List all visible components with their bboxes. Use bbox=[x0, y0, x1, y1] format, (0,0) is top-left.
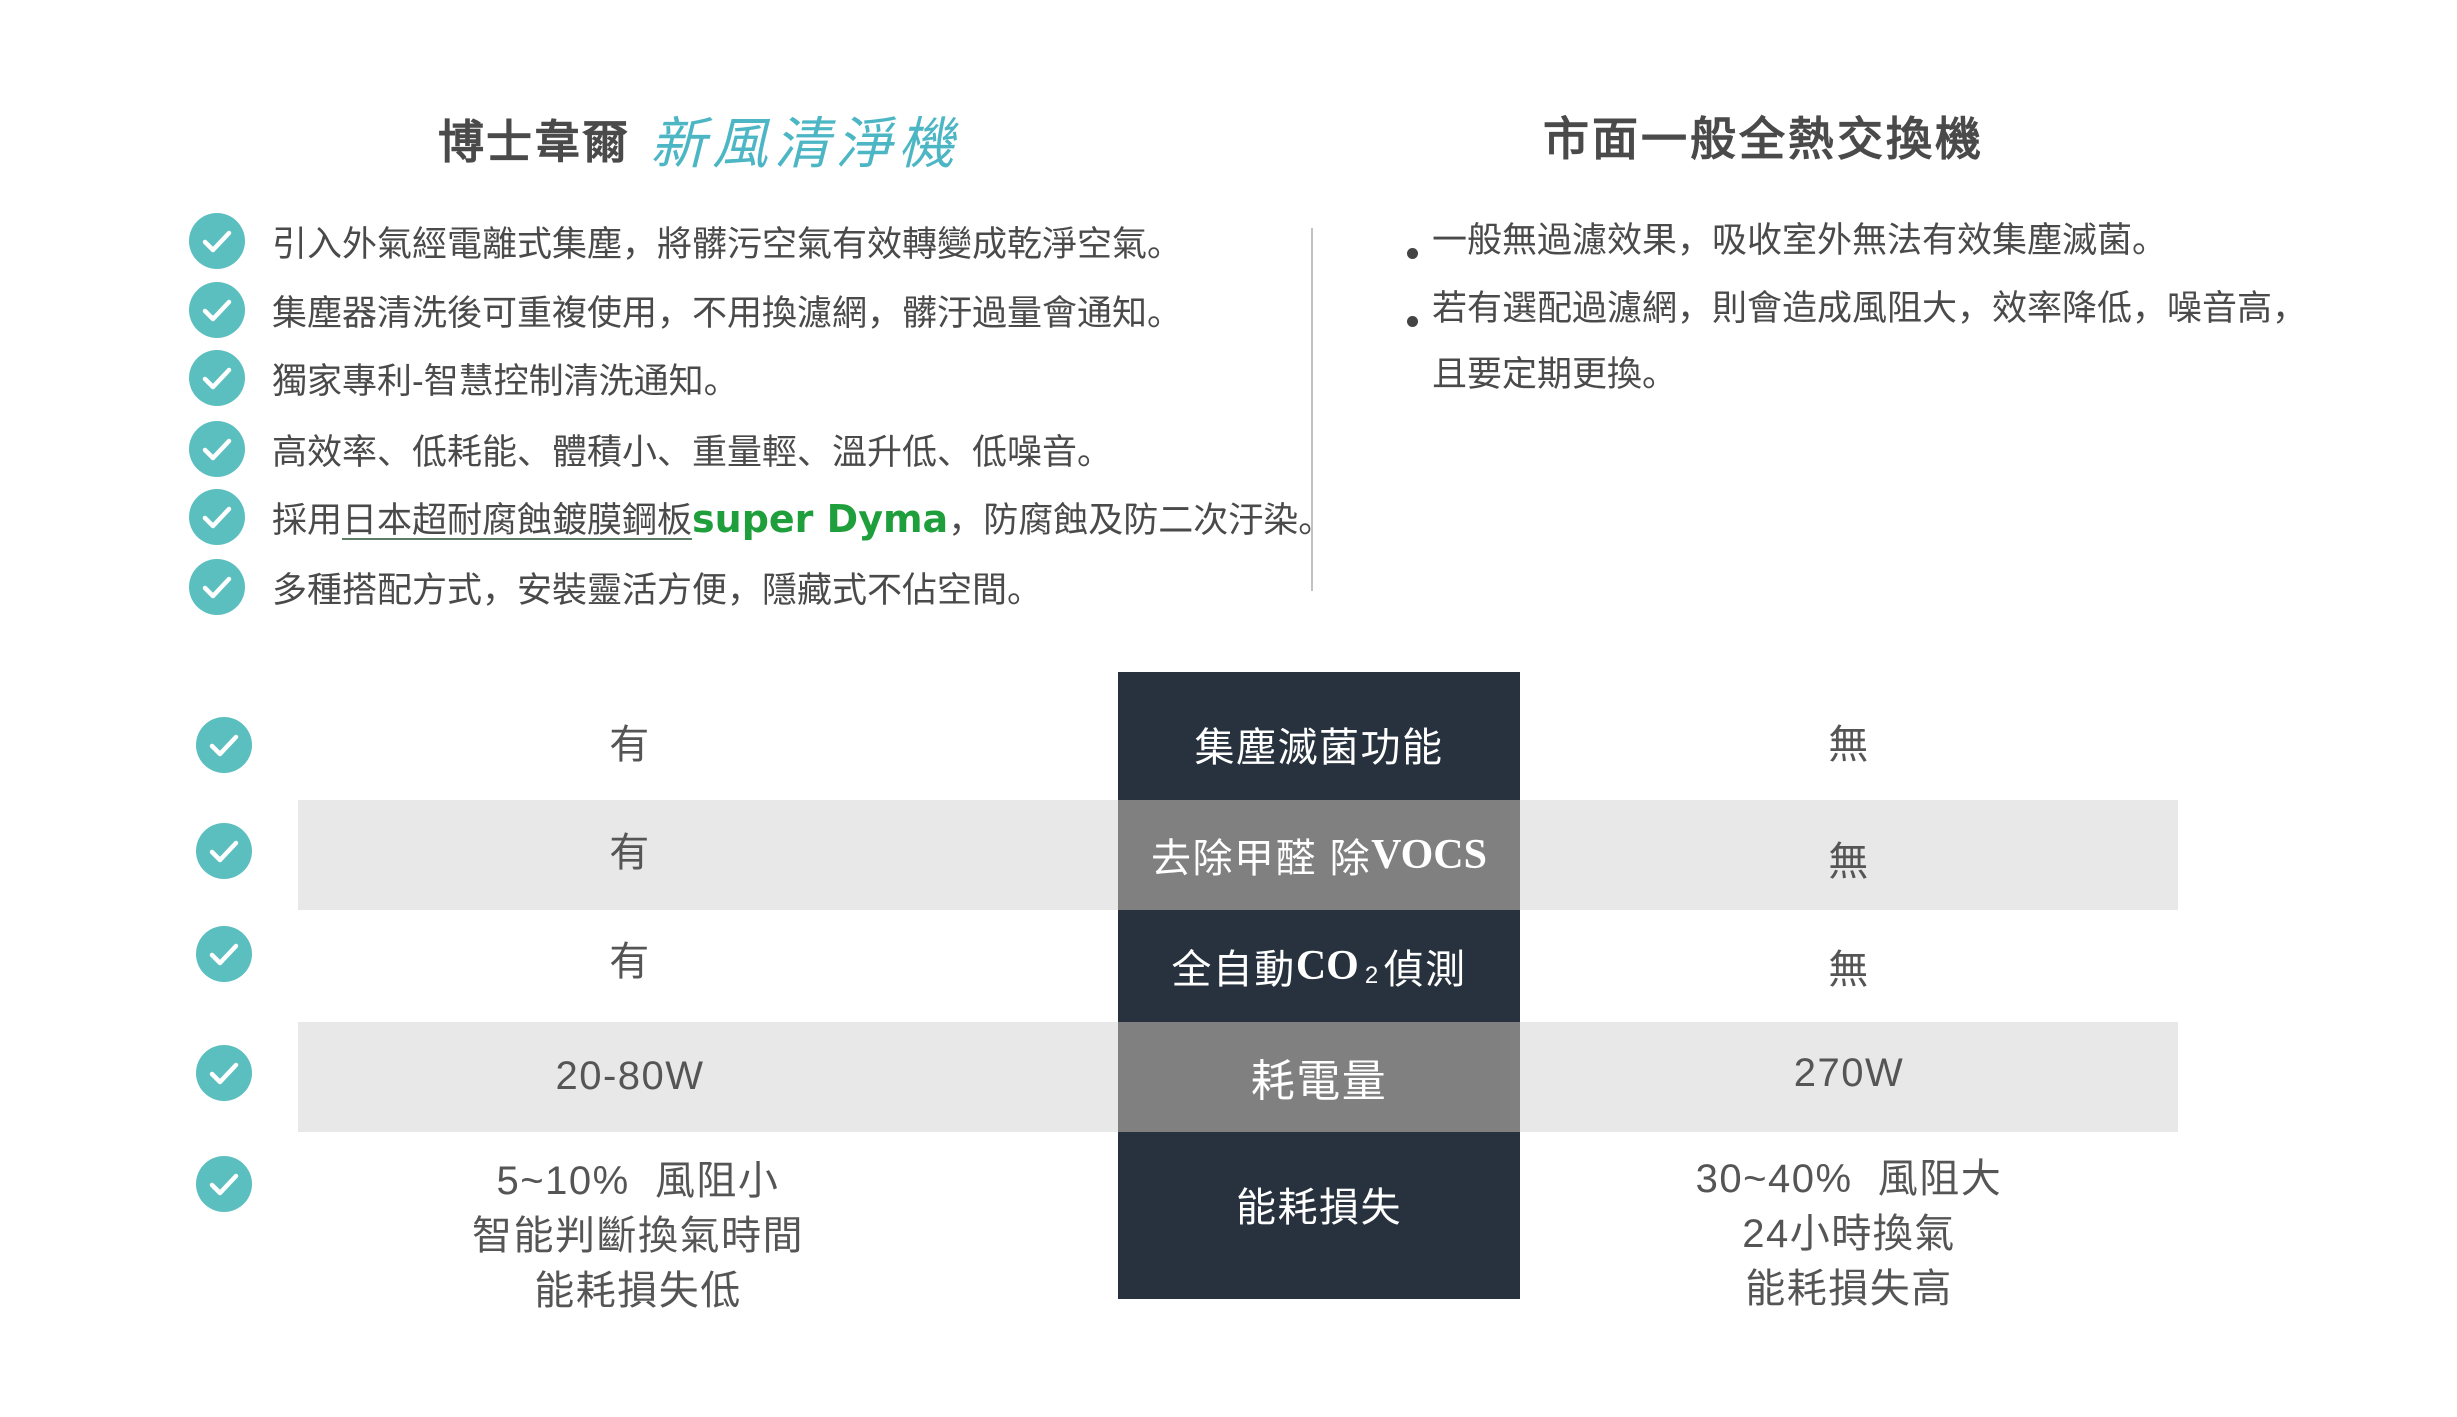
bullet-dot-icon bbox=[1407, 316, 1418, 327]
feature-label: 集塵滅菌功能 bbox=[1194, 726, 1444, 770]
bullet-dot-icon bbox=[1407, 248, 1418, 259]
our-value: 有 bbox=[609, 830, 651, 875]
our-value: 智能判斷換氣時間 bbox=[472, 1213, 804, 1258]
check-circle-icon bbox=[189, 213, 245, 269]
check-circle-icon bbox=[189, 421, 245, 477]
feature-cell: 耗電量 bbox=[1118, 1022, 1520, 1132]
check-circle-icon bbox=[196, 717, 252, 773]
competitor-value: 無 bbox=[1828, 839, 1870, 884]
competitor-value: 270W bbox=[1793, 1050, 1905, 1095]
super-dyma-brand: super Dyma bbox=[692, 496, 949, 541]
column-divider bbox=[1311, 228, 1313, 591]
product-name: 新風清淨機 bbox=[650, 111, 960, 177]
check-circle-icon bbox=[196, 823, 252, 879]
feature-label-abbr: VOCS bbox=[1371, 832, 1487, 878]
check-circle-icon bbox=[196, 1045, 252, 1101]
feature-label: 去除甲醛 除 bbox=[1151, 837, 1372, 881]
competitor-value-cell: 無 bbox=[1520, 822, 2178, 902]
product-title: 博士韋爾 新風清淨機 bbox=[438, 104, 960, 177]
check-circle-icon bbox=[196, 1156, 252, 1212]
competitor-value: 24小時換氣 bbox=[1742, 1211, 1956, 1256]
feature-suffix: ，防腐蝕及防二次汙染。 bbox=[948, 500, 1334, 540]
feature-prefix: 採用 bbox=[272, 500, 343, 540]
feature-text: 採用日本超耐腐蝕鍍膜鋼板super Dyma，防腐蝕及防二次汙染。 bbox=[272, 492, 1333, 543]
our-value-cell: 20-80W bbox=[425, 1036, 835, 1116]
feature-item: 集塵器清洗後可重複使用，不用換濾網，髒汙過量會通知。 bbox=[189, 282, 1182, 338]
competitor-value-cell: 無 bbox=[1520, 705, 2178, 785]
feature-text: 高效率、低耗能、體積小、重量輕、溫升低、低噪音。 bbox=[272, 432, 1113, 472]
competitor-title: 市面一般全熱交換機 bbox=[1543, 113, 1984, 165]
feature-label: 耗電量 bbox=[1250, 1057, 1388, 1106]
feature-text: 獨家專利-智慧控制清洗通知。 bbox=[272, 361, 739, 401]
our-value: 能耗損失低 bbox=[534, 1268, 742, 1313]
our-value-cell: 有 bbox=[425, 813, 835, 893]
our-value: 有 bbox=[609, 939, 651, 984]
feature-text: 集塵器清洗後可重複使用，不用換濾網，髒汙過量會通知。 bbox=[272, 293, 1183, 333]
our-value: 5~10% 風阻小 bbox=[496, 1158, 780, 1203]
feature-item: 多種搭配方式，安裝靈活方便，隱藏式不佔空間。 bbox=[189, 559, 1042, 615]
competitor-value-cell: 270W bbox=[1520, 1033, 2178, 1113]
our-value: 20-80W bbox=[555, 1053, 705, 1098]
competitor-value: 無 bbox=[1828, 722, 1870, 767]
feature-item: 高效率、低耗能、體積小、重量輕、溫升低、低噪音。 bbox=[189, 421, 1112, 477]
feature-label: 偵測 bbox=[1383, 948, 1467, 992]
check-circle-icon bbox=[189, 489, 245, 545]
competitor-note: 若有選配過濾網，則會造成風阻大，效率降低，噪音高， bbox=[1432, 289, 2308, 328]
feature-label: 能耗損失 bbox=[1236, 1185, 1402, 1230]
check-circle-icon bbox=[189, 559, 245, 615]
competitor-value-cell: 無 bbox=[1520, 930, 2178, 1010]
feature-item: 引入外氣經電離式集塵，將髒污空氣有效轉變成乾淨空氣。 bbox=[189, 213, 1182, 269]
our-value-cell: 有 bbox=[425, 922, 835, 1002]
feature-text: 多種搭配方式，安裝靈活方便，隱藏式不佔空間。 bbox=[272, 570, 1043, 610]
our-value: 有 bbox=[609, 722, 651, 767]
check-circle-icon bbox=[189, 282, 245, 338]
feature-text: 引入外氣經電離式集塵，將髒污空氣有效轉變成乾淨空氣。 bbox=[272, 224, 1183, 264]
feature-item: 獨家專利-智慧控制清洗通知。 bbox=[189, 350, 739, 406]
feature-label-chem: CO bbox=[1295, 943, 1359, 989]
brand-name: 博士韋爾 bbox=[438, 116, 630, 168]
check-circle-icon bbox=[196, 926, 252, 982]
check-circle-icon bbox=[189, 350, 245, 406]
feature-cell: 集塵滅菌功能 bbox=[1118, 672, 1520, 800]
competitor-value: 無 bbox=[1828, 947, 1870, 992]
our-value-cell: 5~10% 風阻小 智能判斷換氣時間 能耗損失低 bbox=[433, 1152, 843, 1320]
feature-label-subscript: 2 bbox=[1364, 962, 1380, 989]
feature-item: 採用日本超耐腐蝕鍍膜鋼板super Dyma，防腐蝕及防二次汙染。 bbox=[189, 489, 1333, 545]
material-link[interactable]: 日本超耐腐蝕鍍膜鋼板 bbox=[342, 500, 693, 540]
competitor-value: 能耗損失高 bbox=[1745, 1266, 1953, 1311]
competitor-note: 一般無過濾效果，吸收室外無法有效集塵滅菌。 bbox=[1432, 221, 2168, 260]
competitor-note-continued: 且要定期更換。 bbox=[1432, 355, 1678, 394]
feature-cell: 能耗損失 bbox=[1118, 1132, 1520, 1299]
feature-label: 全自動 bbox=[1171, 948, 1296, 992]
our-value-cell: 有 bbox=[425, 705, 835, 785]
competitor-value: 30~40% 風阻大 bbox=[1695, 1156, 2003, 1201]
competitor-value-cell: 30~40% 風阻大 24小時換氣 能耗損失高 bbox=[1520, 1150, 2178, 1318]
